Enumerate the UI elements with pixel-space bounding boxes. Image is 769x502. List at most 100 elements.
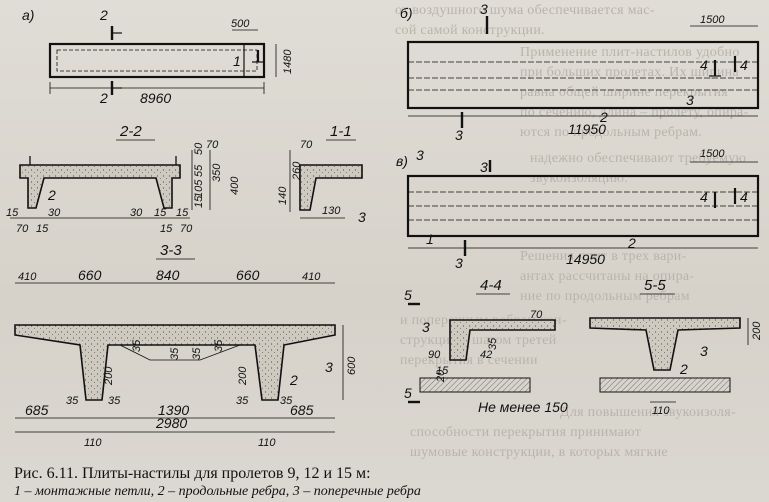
dim-200: 200 [103,366,115,386]
ghost-line: ются по продольным ребрам. [520,125,703,140]
marker-3: 3 [700,343,708,359]
dim-685: 685 [290,402,314,418]
dim-42: 42 [480,349,492,361]
dim-660: 660 [236,267,260,283]
support-wall [599,377,731,393]
marker-3: 3 [422,319,430,335]
dim-410: 410 [302,271,321,283]
dim-15: 15 [160,223,173,235]
dim-660: 660 [78,267,102,283]
dim-840: 840 [156,267,180,283]
dim-2980: 2980 [155,415,187,431]
dim-20: 20 [435,369,447,383]
dim-11950: 11950 [568,121,606,137]
section-1-1-title: 1-1 [330,123,352,140]
dim-500: 500 [231,18,250,30]
section-1-1: 1-1 140 260 70 130 3 [277,123,366,225]
dim-8960: 8960 [140,90,171,106]
marker-5: 5 [404,385,412,401]
dim-70: 70 [206,139,219,151]
ghost-line: способности перекрытия принимают [410,425,642,440]
section-mark-3: 3 [480,159,488,175]
section-mark-3: 3 [455,127,463,143]
dim-35: 35 [108,395,121,407]
dim-1390: 1390 [158,402,189,418]
dim-55: 55 [193,164,205,177]
panel-b-label: б) [400,5,413,21]
dim-15: 15 [193,195,205,208]
section-4-4: 4-4 5 3 35 70 90 42 15 20 5 Не менее 150 [404,277,568,415]
support-section-shape [449,319,556,361]
dim-685: 685 [25,402,49,418]
marker-5: 5 [404,287,412,303]
section-mark-3: 3 [480,1,488,17]
dim-70: 70 [530,309,543,321]
dim-35: 35 [169,347,181,360]
cross-section-shape [19,164,181,209]
marker-2: 2 [47,187,56,203]
section-mark-2: 2 [99,7,108,23]
plate-outline [406,40,760,110]
dim-1500: 1500 [700,148,725,160]
dim-140: 140 [277,186,289,205]
panel-v-label: в) [396,153,408,169]
section-4-4-title: 4-4 [480,277,502,294]
rib-support-section [589,317,741,371]
caption-legend: 1 – монтажные петли, 2 – продольные ребр… [14,484,421,499]
ghost-line: антах рассчитаны на опира- [520,269,695,284]
figure-caption: Рис. 6.11. Плиты-настилы для пролетов 9,… [14,464,759,501]
dim-400: 400 [229,176,241,195]
dim-1480: 1480 [282,49,294,74]
ghost-line: перекрытия в сечении [400,353,538,368]
section-2-2-title: 2-2 [119,123,142,140]
panel-a-plan: а) 2 2 500 1 1480 8960 [22,7,294,106]
marker-4: 4 [700,57,708,73]
section-mark-2: 2 [99,90,108,106]
marker-3: 3 [325,359,333,375]
dim-70: 70 [16,223,29,235]
dim-35: 35 [191,347,203,360]
section-mark-3: 3 [455,255,463,271]
panel-a-label: а) [22,7,34,23]
dim-1500: 1500 [700,14,725,26]
section-2-2: 2-2 2 50 55 105 15 350 400 70 15 30 70 1… [6,123,241,235]
dim-35: 35 [487,337,499,350]
dim-70: 70 [180,223,193,235]
dim-14950: 14950 [566,251,605,267]
section-3-3-title: 3-3 [160,242,182,259]
dim-110: 110 [652,405,670,417]
dim-35: 35 [280,395,293,407]
panel-v-plan: в) 3 3 3 1500 4 4 1 2 14950 [396,147,760,271]
ghost-line: при больших пролетах. Их ширина [520,65,739,80]
dim-200: 200 [751,321,763,341]
marker-2: 2 [679,361,688,377]
caption-title: Рис. 6.11. Плиты-настилы для пролетов 9,… [14,465,371,482]
marker-4: 4 [740,57,748,73]
dim-15: 15 [176,207,189,219]
dim-15: 15 [36,223,49,235]
dim-200: 200 [237,366,249,386]
dim-130: 130 [322,205,341,217]
ghost-line: равна общей ширине перекрытия [520,85,728,100]
ghost-line: Для повышения звукоизоля- [560,405,736,420]
ghost-line: сой самой конструкции. [395,23,545,38]
dim-260: 260 [291,161,303,181]
dim-105: 105 [193,179,205,198]
ghost-line: шумовые конструкции, в которых мягкие [410,445,668,460]
dim-600: 600 [346,356,358,375]
marker-2: 2 [289,372,298,388]
dim-350: 350 [211,163,223,182]
dim-15: 15 [154,207,167,219]
marker-3: 3 [416,147,424,163]
dim-35: 35 [131,339,143,352]
dim-35: 35 [236,395,249,407]
min-150-note: Не менее 150 [478,399,568,415]
dim-15: 15 [6,207,19,219]
plate-outline [48,42,266,79]
plate-inner-rib [56,49,258,72]
marker-3: 3 [686,92,694,108]
dim-30: 30 [130,207,143,219]
section-3-3: 3-3 410 660 840 660 410 200 35 35 200 35… [14,242,358,449]
